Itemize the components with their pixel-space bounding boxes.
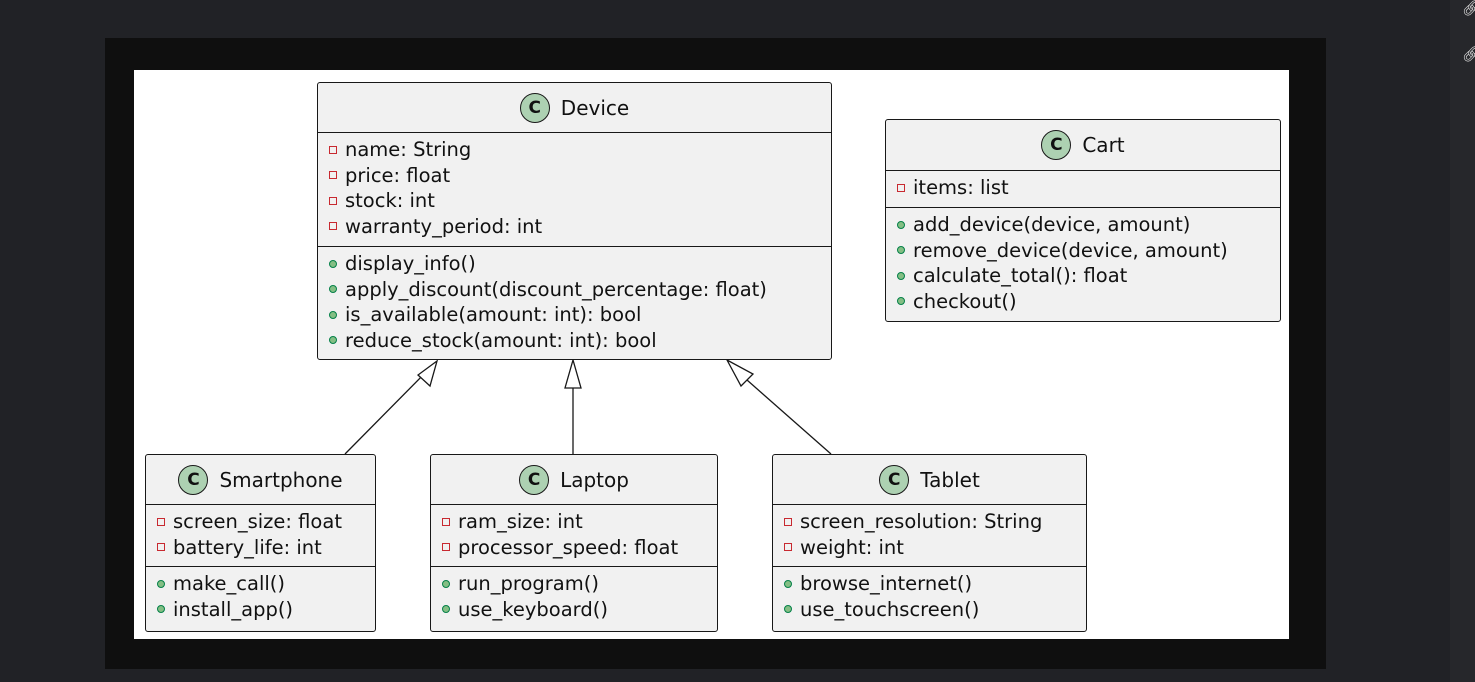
class-name: Cart bbox=[1082, 133, 1125, 157]
public-icon bbox=[442, 605, 450, 614]
class-name: Laptop bbox=[560, 467, 629, 492]
attribute-row: screen_resolution: String bbox=[784, 509, 1086, 535]
link-icon[interactable]: 🔗︎ bbox=[1462, 45, 1475, 63]
attributes-section: ram_size: int processor_speed: float bbox=[431, 505, 717, 567]
method-row: calculate_total(): float bbox=[897, 263, 1280, 289]
public-icon bbox=[442, 579, 450, 588]
attribute-row: battery_life: int bbox=[157, 535, 375, 561]
class-header: C Device bbox=[318, 83, 831, 133]
attribute-row: warranty_period: int bbox=[329, 214, 831, 240]
class-header: C Smartphone bbox=[146, 455, 375, 505]
public-icon bbox=[897, 246, 905, 255]
methods-section: browse_internet() use_touchscreen() bbox=[773, 567, 1086, 622]
private-icon bbox=[784, 517, 792, 526]
method-row: is_available(amount: int): bool bbox=[329, 302, 831, 328]
private-icon bbox=[442, 543, 450, 552]
methods-section: run_program() use_keyboard() bbox=[431, 567, 717, 622]
public-icon bbox=[329, 285, 337, 294]
class-laptop: C Laptop ram_size: int processor_speed: … bbox=[430, 454, 718, 632]
class-device: C Device name: String price: float stock… bbox=[317, 82, 832, 360]
public-icon bbox=[157, 605, 165, 614]
private-icon bbox=[329, 171, 337, 180]
method-row: remove_device(device, amount) bbox=[897, 238, 1280, 264]
class-header: C Tablet bbox=[773, 455, 1086, 505]
methods-section: make_call() install_app() bbox=[146, 567, 375, 622]
class-name: Tablet bbox=[920, 467, 980, 492]
class-badge-icon: C bbox=[1041, 130, 1072, 160]
method-row: apply_discount(discount_percentage: floa… bbox=[329, 277, 831, 303]
class-name: Device bbox=[560, 95, 630, 120]
inheritance-links bbox=[344, 357, 832, 455]
method-row: run_program() bbox=[442, 571, 717, 597]
class-name: Smartphone bbox=[219, 467, 343, 492]
method-row: add_device(device, amount) bbox=[897, 212, 1280, 238]
private-icon bbox=[157, 543, 165, 552]
method-row: reduce_stock(amount: int): bool bbox=[329, 328, 831, 354]
attributes-section: screen_resolution: String weight: int bbox=[773, 505, 1086, 567]
method-row: browse_internet() bbox=[784, 571, 1086, 597]
public-icon bbox=[897, 297, 905, 306]
inheritance-arrowhead bbox=[416, 359, 439, 388]
inheritance-line bbox=[746, 379, 832, 455]
public-icon bbox=[157, 579, 165, 588]
method-row: checkout() bbox=[897, 289, 1280, 315]
public-icon bbox=[329, 310, 337, 319]
class-header: C Cart bbox=[886, 120, 1280, 171]
private-icon bbox=[442, 517, 450, 526]
class-tablet: C Tablet screen_resolution: String weigh… bbox=[772, 454, 1087, 632]
inheritance-arrowhead bbox=[564, 357, 582, 389]
private-icon bbox=[157, 517, 165, 526]
class-header: C Laptop bbox=[431, 455, 717, 505]
attribute-row: price: float bbox=[329, 163, 831, 189]
link-icon[interactable]: 🔗︎ bbox=[1462, 0, 1475, 17]
private-icon bbox=[897, 183, 905, 192]
attribute-row: items: list bbox=[897, 175, 1280, 201]
private-icon bbox=[329, 196, 337, 205]
uml-class-diagram: C Device name: String price: float stock… bbox=[134, 70, 1289, 639]
attributes-section: name: String price: float stock: int war… bbox=[318, 133, 831, 247]
attributes-section: screen_size: float battery_life: int bbox=[146, 505, 375, 567]
method-row: use_touchscreen() bbox=[784, 597, 1086, 623]
public-icon bbox=[784, 605, 792, 614]
method-row: make_call() bbox=[157, 571, 375, 597]
methods-section: display_info() apply_discount(discount_p… bbox=[318, 247, 831, 353]
methods-section: add_device(device, amount) remove_device… bbox=[886, 208, 1280, 314]
attribute-row: screen_size: float bbox=[157, 509, 375, 535]
method-row: display_info() bbox=[329, 251, 831, 277]
attribute-row: processor_speed: float bbox=[442, 535, 717, 561]
class-smartphone: C Smartphone screen_size: float battery_… bbox=[145, 454, 376, 632]
attribute-row: ram_size: int bbox=[442, 509, 717, 535]
right-sidebar bbox=[1450, 0, 1475, 682]
attributes-section: items: list bbox=[886, 171, 1280, 208]
private-icon bbox=[784, 543, 792, 552]
class-badge-icon: C bbox=[519, 92, 550, 123]
class-badge-icon: C bbox=[879, 464, 910, 495]
public-icon bbox=[897, 220, 905, 229]
attribute-row: weight: int bbox=[784, 535, 1086, 561]
inheritance-line bbox=[344, 365, 433, 455]
method-row: use_keyboard() bbox=[442, 597, 717, 623]
private-icon bbox=[329, 145, 337, 154]
inheritance-arrowhead bbox=[725, 358, 755, 388]
method-row: install_app() bbox=[157, 597, 375, 623]
attribute-row: name: String bbox=[329, 137, 831, 163]
class-badge-icon: C bbox=[178, 464, 209, 495]
class-cart: C Cart items: list add_device(device, am… bbox=[885, 119, 1281, 322]
class-badge-icon: C bbox=[519, 464, 550, 495]
public-icon bbox=[329, 259, 337, 268]
public-icon bbox=[329, 336, 337, 345]
public-icon bbox=[897, 271, 905, 280]
private-icon bbox=[329, 222, 337, 231]
attribute-row: stock: int bbox=[329, 188, 831, 214]
public-icon bbox=[784, 579, 792, 588]
